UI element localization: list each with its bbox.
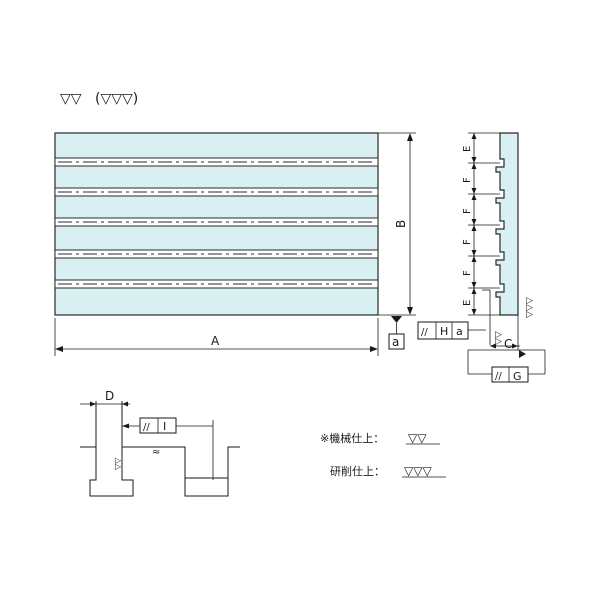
pitch-f-4-label: F (462, 270, 473, 276)
frame-g-value: G (513, 370, 522, 383)
datum-a-marker: a (388, 316, 405, 350)
parallelism-frame-g: // G (467, 349, 546, 383)
dimension-d-label: D (105, 389, 114, 403)
frame-h-datum: a (456, 325, 463, 338)
side-profile (495, 132, 519, 316)
frame-h-value: H (440, 325, 448, 338)
side-finish-symbols: ▽▽▽ ▽▽ (482, 289, 535, 345)
dimension-a: A (54, 318, 379, 356)
legend-ground-label: 研削仕上： (330, 464, 385, 478)
side-view: E F F F F E ▽▽▽ ▽▽ // H a (417, 132, 546, 383)
slot-4 (54, 249, 379, 259)
dimension-a-label: A (211, 334, 220, 348)
slot-5 (54, 279, 379, 289)
finish-legend: ※機械仕上： ▽▽ 研削仕上： ▽▽▽ (320, 431, 446, 478)
slot-2 (54, 187, 379, 197)
pitch-f-2-label: F (462, 208, 473, 214)
legend-machined-symbol: ▽▽ (408, 431, 427, 445)
legend-machined-label: ※機械仕上： (320, 431, 384, 445)
pitch-f-3-label: F (462, 239, 473, 245)
pitch-f-1-label: F (462, 177, 473, 183)
pitch-dimension-chain: E F F F F E (462, 132, 500, 316)
side-right-finish-symbol: ▽▽▽ (525, 297, 535, 318)
side-left-finish-symbol: ▽▽ (494, 331, 504, 345)
dimension-c-label: C (504, 337, 512, 351)
dimension-c: C (490, 315, 526, 358)
frame-i-symbol: // (143, 422, 150, 433)
pitch-e-bottom-label: E (462, 300, 473, 306)
dimension-b: B (378, 132, 416, 316)
datum-a-label: a (392, 335, 399, 349)
frame-i-value: I (163, 420, 166, 433)
slot-finish-symbol: ▽▽ (113, 457, 122, 470)
finish-mark-ground: (▽▽▽) (95, 91, 138, 107)
slot-profile (80, 401, 240, 497)
slot-1 (54, 157, 379, 167)
parallelism-frame-h: // H a (417, 321, 486, 340)
frame-g-symbol: // (495, 371, 502, 382)
finish-mark-header: ▽▽ (▽▽▽) (60, 91, 138, 107)
pitch-e-top-label: E (462, 146, 473, 152)
finish-mark-machined: ▽▽ (60, 91, 82, 107)
front-view: A B a (54, 132, 416, 356)
slot-3 (54, 217, 379, 227)
dimension-b-label: B (394, 220, 408, 228)
break-mark: ≈ (152, 447, 160, 458)
legend-ground-symbol: ▽▽▽ (404, 464, 432, 478)
frame-h-symbol: // (421, 327, 428, 338)
slot-section-detail: D // I ≈ ▽▽ (80, 389, 240, 497)
